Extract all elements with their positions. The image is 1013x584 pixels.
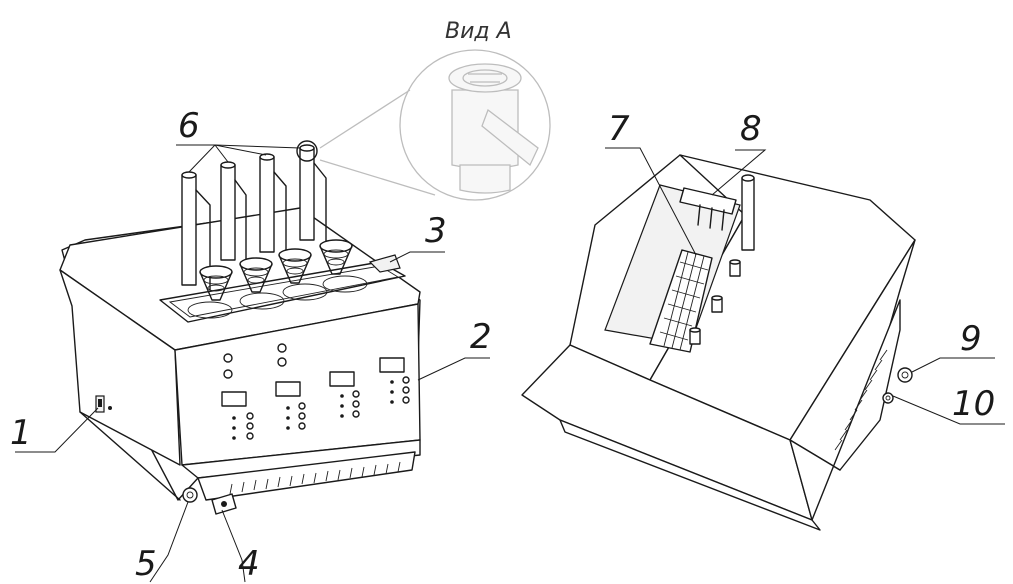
callout-4: 4 bbox=[238, 544, 260, 584]
tube bbox=[259, 156, 275, 253]
detail-view bbox=[319, 49, 551, 201]
callout-6: 6 bbox=[178, 106, 200, 146]
pipe bbox=[741, 177, 755, 251]
panel-controls bbox=[221, 343, 410, 440]
funnels bbox=[199, 239, 353, 301]
leader-lines bbox=[15, 144, 1005, 583]
terminal-block bbox=[679, 187, 737, 215]
right-unit bbox=[521, 154, 916, 531]
callout-9: 9 bbox=[960, 319, 982, 359]
view-a-label: Вид А bbox=[445, 19, 512, 44]
callout-7: 7 bbox=[608, 109, 630, 149]
callout-1: 1 bbox=[10, 413, 32, 453]
detail-circle bbox=[399, 49, 551, 201]
callout-2: 2 bbox=[470, 317, 492, 357]
tube bbox=[220, 164, 236, 261]
tube bbox=[299, 147, 315, 241]
tube bbox=[181, 174, 197, 286]
vent-base bbox=[197, 451, 416, 501]
right-vent-slots bbox=[834, 349, 888, 451]
top-fittings bbox=[689, 259, 741, 345]
callout-3: 3 bbox=[425, 211, 447, 251]
callout-5: 5 bbox=[135, 544, 157, 584]
cooling-grid bbox=[649, 249, 713, 353]
side-fitting-10 bbox=[882, 392, 894, 404]
callout-10: 10 bbox=[952, 384, 995, 424]
left-unit bbox=[59, 140, 421, 515]
tray bbox=[159, 261, 406, 323]
side-fitting-9 bbox=[897, 367, 913, 383]
callout-8: 8 bbox=[740, 109, 762, 149]
port-fitting bbox=[182, 487, 198, 503]
vent-slots bbox=[229, 461, 401, 495]
tubes bbox=[181, 140, 327, 291]
